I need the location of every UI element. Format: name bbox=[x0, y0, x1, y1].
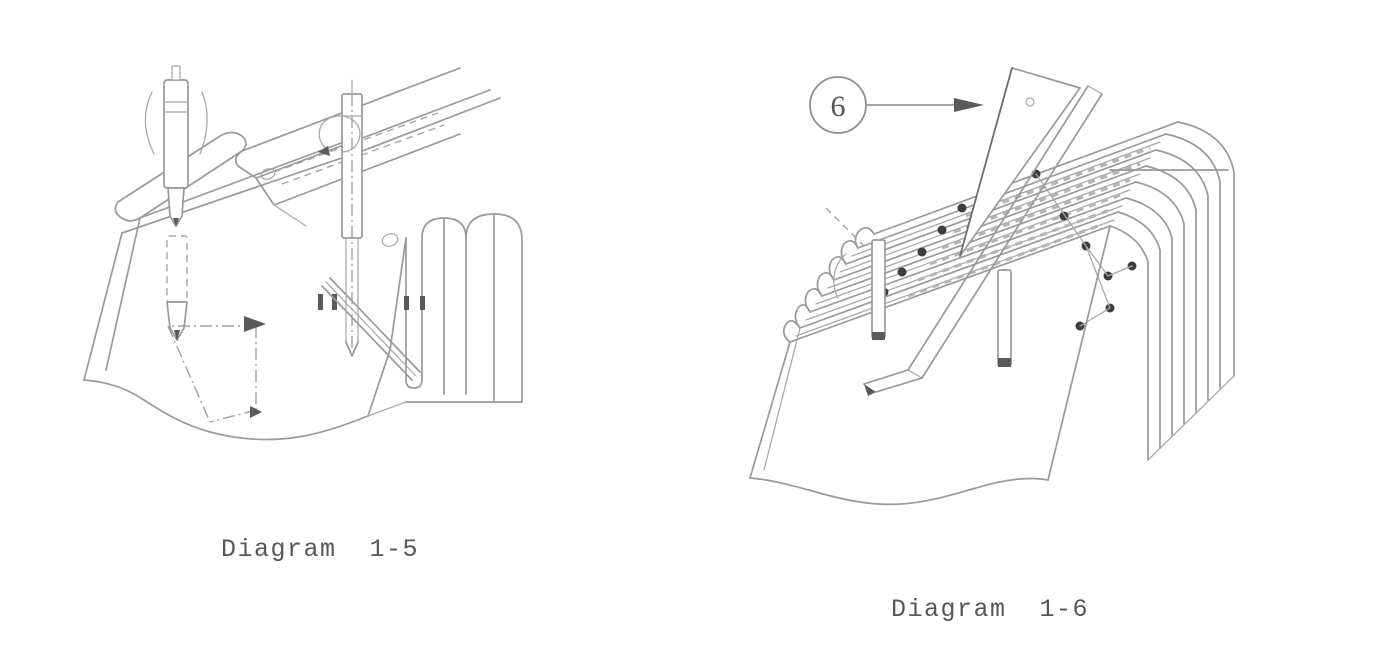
marker-pen-tool bbox=[144, 65, 208, 341]
caption-diagram-1-6: Diagram 1-6 bbox=[890, 595, 1090, 624]
pin-leader-dashed bbox=[825, 207, 865, 299]
caption-diagram-1-5: Diagram 1-5 bbox=[220, 535, 420, 564]
fastener-path bbox=[1035, 173, 1133, 327]
locator-pin-left bbox=[871, 239, 886, 340]
panel-end-ribs bbox=[318, 213, 523, 417]
corrugated-ribs bbox=[782, 121, 1179, 343]
movement-arrow bbox=[167, 316, 266, 423]
scraper-handle bbox=[863, 85, 1103, 396]
panel-right-edge bbox=[1109, 121, 1235, 461]
panel-rail bbox=[234, 67, 501, 227]
screwdriver-tool bbox=[318, 79, 363, 357]
figure-diagram-1-5: Diagram 1-5 bbox=[60, 50, 580, 580]
panel-front-face bbox=[749, 225, 1111, 506]
diagram-1-6-artwork: 6 bbox=[749, 67, 1235, 506]
tool-shaft-angled bbox=[321, 277, 421, 381]
figure-diagram-1-6: 6 Diagram 1-6 bbox=[640, 40, 1340, 660]
rail-hole bbox=[381, 233, 399, 247]
callout-label-6: 6 bbox=[831, 90, 846, 123]
diagram-1-5-artwork bbox=[83, 65, 523, 441]
scraper-blade bbox=[959, 67, 1081, 257]
callout-6: 6 bbox=[809, 76, 984, 134]
locator-pin-right bbox=[997, 269, 1012, 367]
callout-arrowhead bbox=[954, 98, 984, 112]
